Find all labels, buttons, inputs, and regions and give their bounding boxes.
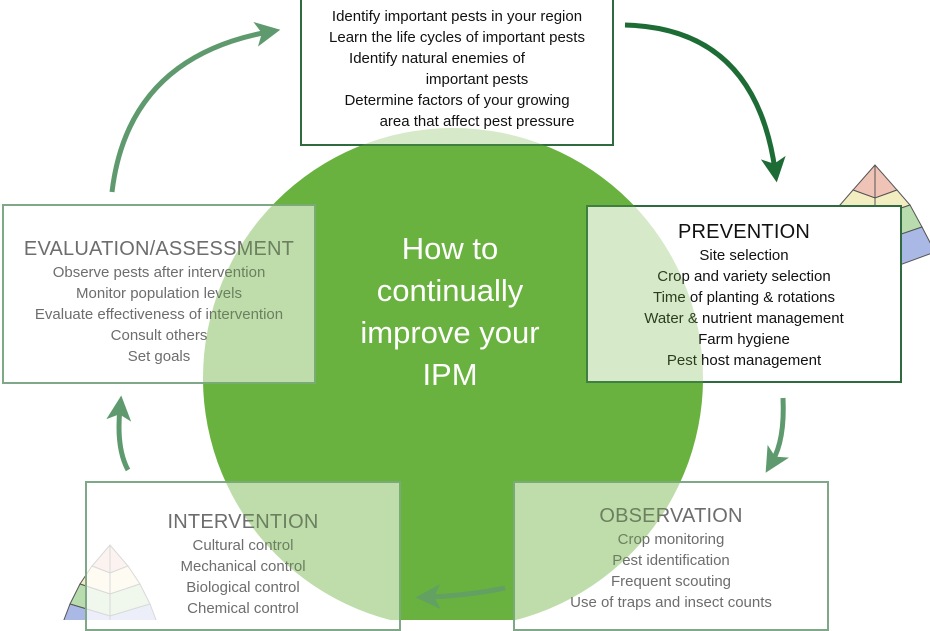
observation-item: Pest identification	[612, 552, 730, 569]
evaluation-item: Consult others	[110, 327, 208, 344]
observation-title: OBSERVATION	[599, 505, 743, 527]
evaluation-item: Evaluate effectiveness of intervention	[34, 306, 284, 323]
observation-box: OBSERVATION Crop monitoring Pest identif…	[513, 481, 829, 631]
evaluation-box: EVALUATION/ASSESSMENT Observe pests afte…	[2, 204, 316, 384]
intervention-box: INTERVENTION Cultural control Mechanical…	[85, 481, 401, 631]
arrow-top-to-prevention	[624, 22, 786, 183]
evaluation-item: Set goals	[127, 348, 191, 365]
planning-item: Determine factors of your growing	[344, 92, 570, 109]
intervention-item: Chemical control	[187, 600, 299, 617]
center-title: How to continually improve your IPM	[325, 228, 575, 396]
intervention-title: INTERVENTION	[167, 511, 319, 533]
planning-item: important pests	[425, 71, 529, 88]
prevention-item: Time of planting & rotations	[652, 289, 836, 306]
evaluation-title: EVALUATION/ASSESSMENT	[23, 238, 295, 260]
planning-box: Identify important pests in your region …	[300, 0, 614, 146]
intervention-item: Cultural control	[192, 537, 294, 554]
prevention-item: Farm hygiene	[698, 331, 790, 348]
observation-item: Crop monitoring	[617, 531, 725, 548]
arrow-evaluation-to-top	[109, 21, 281, 193]
intervention-item: Biological control	[186, 579, 300, 596]
arrow-observation-to-intervention	[415, 584, 506, 610]
planning-item: Identify important pests in your region	[331, 8, 583, 25]
prevention-item: Water & nutrient management	[644, 310, 844, 327]
center-line: improve your	[360, 315, 540, 350]
evaluation-item: Observe pests after intervention	[52, 264, 266, 281]
center-line: How to	[401, 231, 499, 266]
evaluation-item: Monitor population levels	[76, 285, 242, 302]
arrow-prevention-to-observation	[765, 397, 790, 473]
observation-item: Use of traps and insect counts	[570, 594, 772, 611]
planning-item: Learn the life cycles of important pests	[329, 29, 585, 46]
planning-item: Identify natural enemies of	[349, 50, 525, 67]
prevention-title: PREVENTION	[677, 221, 811, 243]
prevention-item: Pest host management	[666, 352, 822, 369]
prevention-item: Site selection	[699, 247, 789, 264]
prevention-item: Crop and variety selection	[657, 268, 831, 285]
center-line: IPM	[422, 357, 478, 392]
arrow-intervention-to-evaluation	[106, 395, 132, 472]
planning-item: area that affect pest pressure	[379, 113, 575, 130]
observation-item: Frequent scouting	[610, 573, 732, 590]
prevention-box: PREVENTION Site selection Crop and varie…	[586, 205, 902, 383]
intervention-item: Mechanical control	[180, 558, 306, 575]
center-line: continually	[376, 273, 524, 308]
